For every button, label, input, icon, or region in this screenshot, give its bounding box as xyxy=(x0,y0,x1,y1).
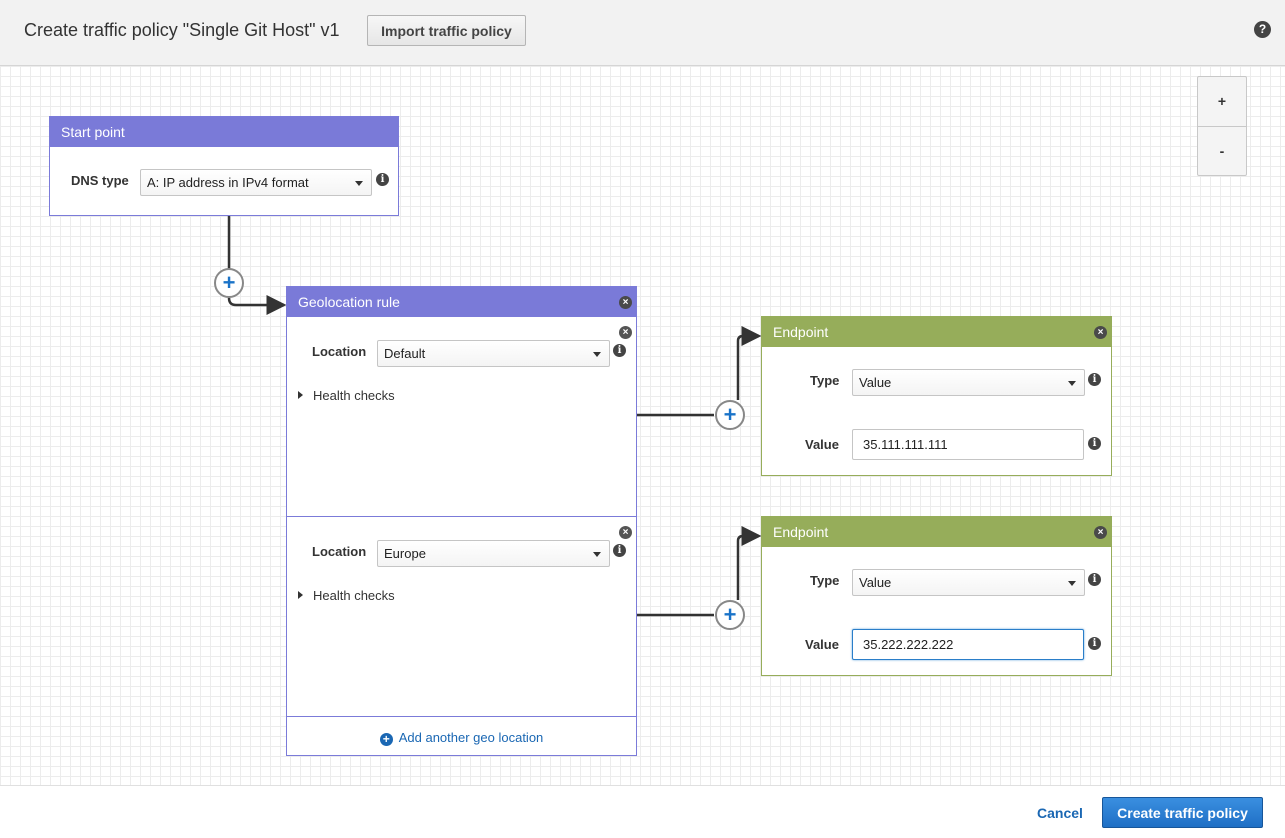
chevron-down-icon xyxy=(1068,381,1076,386)
add-geo-location-label: Add another geo location xyxy=(398,730,544,745)
add-rule-node-button[interactable]: + xyxy=(214,268,244,298)
connector-rule-to-endpoint-1-arrow xyxy=(736,326,762,400)
add-location-divider xyxy=(287,716,636,717)
endpoint-type-label: Type xyxy=(810,373,840,388)
health-checks-label: Health checks xyxy=(313,388,395,403)
chevron-down-icon xyxy=(593,352,601,357)
location-label: Location xyxy=(312,544,367,559)
endpoint-value-input[interactable] xyxy=(852,629,1084,660)
endpoint-type-select[interactable]: Value xyxy=(852,569,1085,596)
page-header: Create traffic policy "Single Git Host" … xyxy=(0,0,1285,66)
connector-rule-to-endpoint-2-arrow xyxy=(736,526,762,600)
health-checks-toggle[interactable]: Health checks xyxy=(298,388,395,403)
endpoint-type-value: Value xyxy=(859,375,892,390)
add-geo-location-link[interactable]: + Add another geo location xyxy=(287,730,636,746)
cancel-link[interactable]: Cancel xyxy=(1037,805,1083,821)
health-checks-label: Health checks xyxy=(313,588,395,603)
close-icon[interactable]: × xyxy=(1094,526,1107,539)
info-icon[interactable]: i xyxy=(613,544,626,557)
policy-canvas[interactable]: + - Start point DNS type A: IP address i… xyxy=(0,66,1285,785)
add-endpoint-node-button-1[interactable]: + xyxy=(715,400,745,430)
remove-location-icon[interactable]: × xyxy=(619,526,632,539)
close-icon[interactable]: × xyxy=(619,296,632,309)
location-select-default[interactable]: Default xyxy=(377,340,610,367)
dns-type-value: A: IP address in IPv4 format xyxy=(147,175,309,190)
dns-type-label: DNS type xyxy=(71,173,129,188)
start-point-panel: Start point DNS type A: IP address in IP… xyxy=(49,116,399,216)
endpoint-value-input[interactable] xyxy=(852,429,1084,460)
start-point-header: Start point xyxy=(50,117,398,147)
endpoint-panel-2: Endpoint × Type Value i Value i xyxy=(761,516,1112,676)
geolocation-rule-header: Geolocation rule × xyxy=(287,287,636,317)
caret-right-icon xyxy=(298,591,303,599)
info-icon[interactable]: i xyxy=(613,344,626,357)
endpoint-type-label: Type xyxy=(810,573,840,588)
endpoint-title: Endpoint xyxy=(773,324,829,340)
endpoint-value-label: Value xyxy=(805,637,839,652)
connector-lines xyxy=(227,216,762,617)
info-icon[interactable]: i xyxy=(376,173,389,186)
import-traffic-policy-button[interactable]: Import traffic policy xyxy=(367,15,526,46)
dns-type-select[interactable]: A: IP address in IPv4 format xyxy=(140,169,372,196)
location-select-europe[interactable]: Europe xyxy=(377,540,610,567)
endpoint-type-select[interactable]: Value xyxy=(852,369,1085,396)
add-endpoint-node-button-2[interactable]: + xyxy=(715,600,745,630)
endpoint-type-value: Value xyxy=(859,575,892,590)
location-divider xyxy=(287,516,636,517)
question-circle-icon[interactable]: ? xyxy=(1254,21,1271,38)
endpoint-value-label: Value xyxy=(805,437,839,452)
info-icon[interactable]: i xyxy=(1088,573,1101,586)
zoom-out-button[interactable]: - xyxy=(1219,143,1225,159)
chevron-down-icon xyxy=(593,552,601,557)
info-icon[interactable]: i xyxy=(1088,437,1101,450)
info-icon[interactable]: i xyxy=(1088,637,1101,650)
location-value: Default xyxy=(384,346,426,361)
chevron-down-icon xyxy=(1068,581,1076,586)
endpoint-title: Endpoint xyxy=(773,524,829,540)
close-icon[interactable]: × xyxy=(1094,326,1107,339)
caret-right-icon xyxy=(298,391,303,399)
create-traffic-policy-button[interactable]: Create traffic policy xyxy=(1102,797,1263,828)
page-title: Create traffic policy "Single Git Host" … xyxy=(24,20,340,40)
zoom-controls: + - xyxy=(1197,76,1247,176)
location-value: Europe xyxy=(384,546,426,561)
endpoint-header: Endpoint × xyxy=(762,517,1111,547)
location-label: Location xyxy=(312,344,367,359)
connector-start-to-rule-arrow xyxy=(227,295,287,315)
page-footer: Cancel Create traffic policy xyxy=(0,785,1285,838)
health-checks-toggle[interactable]: Health checks xyxy=(298,588,395,603)
info-icon[interactable]: i xyxy=(1088,373,1101,386)
zoom-in-button[interactable]: + xyxy=(1198,77,1246,127)
endpoint-header: Endpoint × xyxy=(762,317,1111,347)
remove-location-icon[interactable]: × xyxy=(619,326,632,339)
chevron-down-icon xyxy=(355,181,363,186)
endpoint-panel-1: Endpoint × Type Value i Value i xyxy=(761,316,1112,476)
geolocation-rule-panel: Geolocation rule × × Location Default i … xyxy=(286,286,637,756)
geolocation-rule-title: Geolocation rule xyxy=(298,294,400,310)
plus-circle-icon: + xyxy=(379,733,393,746)
